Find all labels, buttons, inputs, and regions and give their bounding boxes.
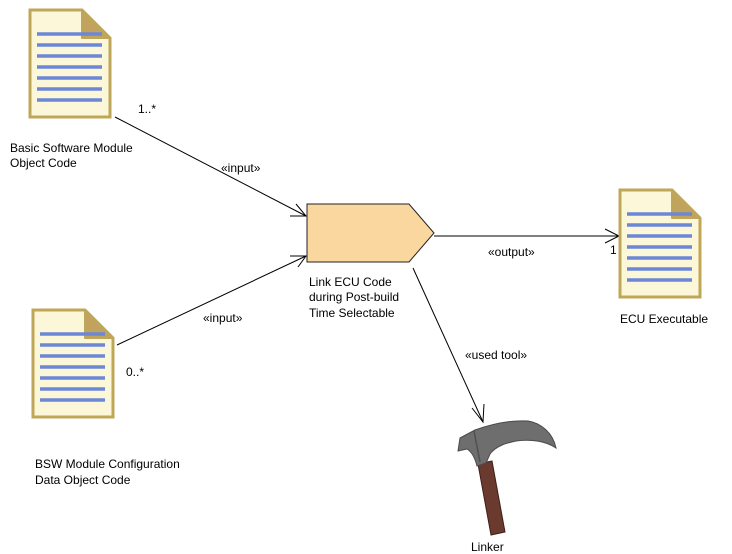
bsw-object-code-label-line2: Object Code (10, 156, 77, 170)
connector-output[interactable] (434, 228, 621, 244)
input-1-multiplicity: 1..* (138, 102, 156, 116)
bsw-config-object-code-document-icon[interactable] (31, 308, 115, 419)
output-multiplicity: 1 (610, 243, 617, 257)
linker-label: Linker (471, 540, 504, 554)
ecu-executable-document-icon[interactable] (618, 188, 702, 299)
hammer-icon[interactable] (457, 420, 557, 536)
link-ecu-code-task-shape[interactable] (306, 203, 435, 263)
bsw-object-code-label-line1: Basic Software Module (10, 141, 133, 155)
bsw-config-object-code-label-line1: BSW Module Configuration (35, 457, 180, 471)
input-1-stereotype: «input» (221, 161, 261, 175)
bsw-object-code-document-icon[interactable] (28, 8, 112, 119)
output-stereotype: «output» (488, 245, 535, 259)
ecu-executable-label: ECU Executable (620, 312, 708, 326)
task-label-line2: during Post-build (309, 290, 399, 304)
used-tool-stereotype: «used tool» (465, 348, 527, 362)
input-2-multiplicity: 0..* (126, 365, 144, 379)
connector-input-1[interactable] (114, 116, 308, 217)
connector-used-tool[interactable] (412, 267, 485, 424)
input-2-stereotype: «input» (203, 311, 243, 325)
bsw-config-object-code-label-line2: Data Object Code (35, 473, 131, 487)
task-label-line3: Time Selectable (309, 306, 395, 320)
connector-input-2[interactable] (116, 255, 307, 346)
task-label-line1: Link ECU Code (309, 275, 392, 289)
